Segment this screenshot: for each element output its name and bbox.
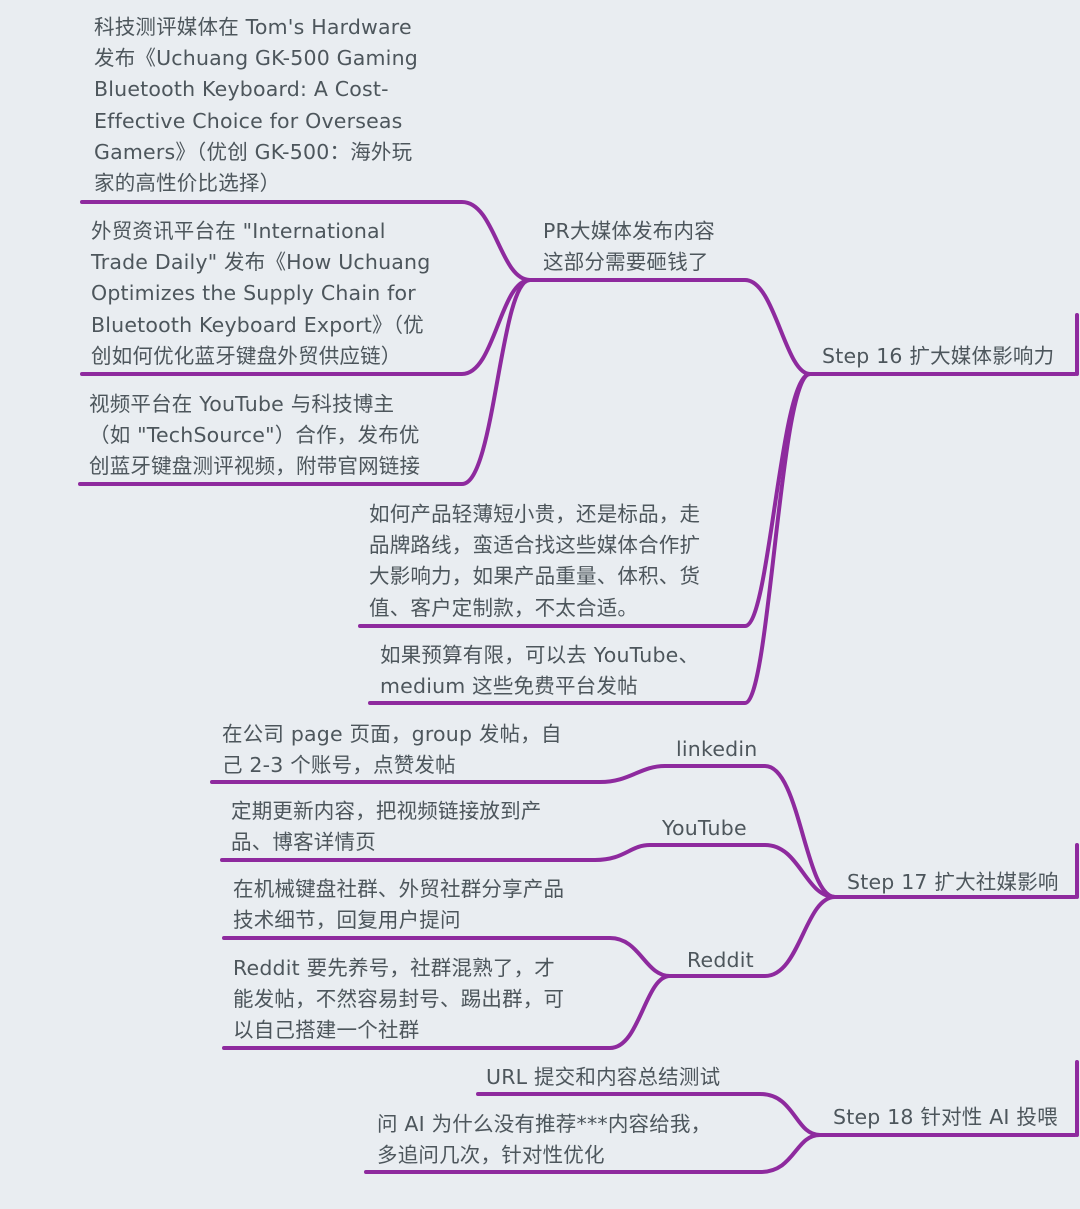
- branch-reddit: [668, 895, 837, 978]
- branch-pr: [528, 278, 812, 376]
- pr-item-toms-hardware: 科技测评媒体在 Tom's Hardware 发布《Uchuang GK-500…: [94, 15, 418, 196]
- branch-step17: [833, 843, 1079, 899]
- linkedin-item: 在公司 page 页面，group 发帖，自 己 2-3 个账号，点赞发帖: [222, 722, 562, 778]
- branch-reddit-item-2: [222, 974, 672, 1050]
- step17-title: Step 17 扩大社媒影响: [847, 870, 1059, 894]
- youtube-title: YouTube: [662, 816, 747, 840]
- step16-note-2: 如果预算有限，可以去 YouTube、 medium 这些免费平台发帖: [380, 643, 700, 699]
- reddit-item-2: Reddit 要先养号，社群混熟了，才 能发帖，不然容易封号、踢出群，可 以自己…: [233, 956, 565, 1043]
- branch-step18-item-1: [476, 1092, 822, 1137]
- branch-pr-item-1: [80, 200, 532, 282]
- linkedin-title: linkedin: [676, 737, 758, 761]
- youtube-item: 定期更新内容，把视频链接放到产 品、博客详情页: [231, 799, 542, 855]
- branch-note-2: [368, 372, 812, 705]
- pr-item-youtube: 视频平台在 YouTube 与科技博主 （如 "TechSource"）合作，发…: [89, 392, 421, 479]
- branch-step18-item-2: [364, 1133, 822, 1174]
- pr-item-trade-daily: 外贸资讯平台在 "International Trade Daily" 发布《H…: [91, 219, 431, 368]
- branch-youtube-item: [220, 843, 652, 862]
- reddit-item-1: 在机械键盘社群、外贸社群分享产品 技术细节，回复用户提问: [233, 877, 565, 933]
- reddit-title: Reddit: [687, 948, 754, 972]
- branch-reddit-item-1: [222, 936, 672, 978]
- step18-title: Step 18 针对性 AI 投喂: [833, 1105, 1058, 1129]
- branch-pr-item-2: [80, 278, 532, 376]
- pr-node-title: PR大媒体发布内容 这部分需要砸钱了: [543, 219, 715, 275]
- branch-youtube: [648, 843, 837, 899]
- branch-linkedin-item: [210, 764, 667, 784]
- branch-pr-item-3: [78, 278, 532, 486]
- step16-title: Step 16 扩大媒体影响力: [822, 344, 1055, 368]
- step18-item-2: 问 AI 为什么没有推荐***内容给我， 多追问几次，针对性优化: [377, 1112, 712, 1168]
- step16-note-1: 如何产品轻薄短小贵，还是标品，走 品牌路线，蛮适合找这些媒体合作扩 大影响力，如…: [369, 502, 701, 620]
- branch-step16: [808, 313, 1079, 376]
- branch-step18: [818, 1060, 1079, 1137]
- branch-linkedin: [663, 764, 837, 899]
- step18-item-1: URL 提交和内容总结测试: [486, 1065, 721, 1089]
